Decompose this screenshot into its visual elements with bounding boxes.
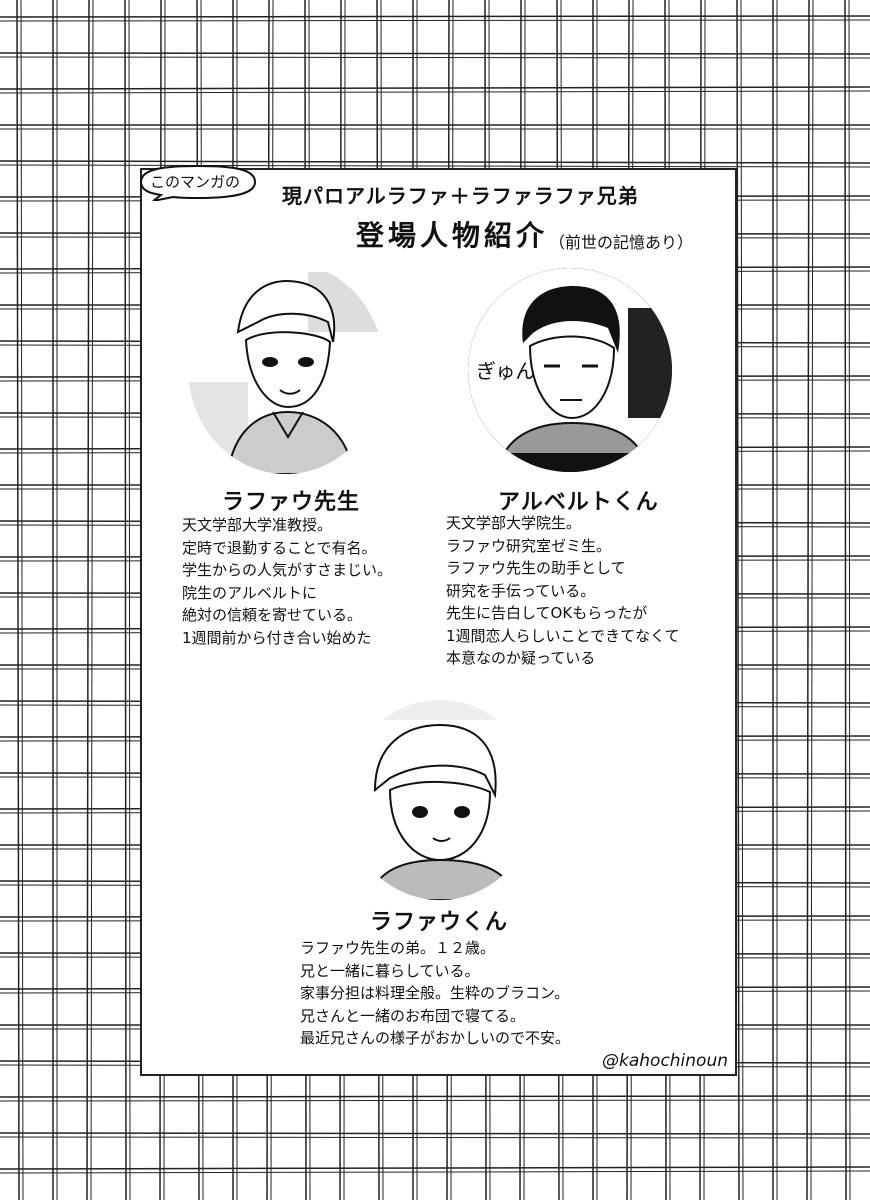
character-name-rafau-sensei: ラファウ先生	[222, 490, 361, 515]
grid-line	[20, 0, 24, 1200]
grid-line	[0, 19, 870, 22]
character-name-albert: アルベルトくん	[498, 490, 659, 515]
grid-line	[0, 56, 870, 59]
artist-credit: @kahochinoun	[602, 1051, 729, 1071]
rafau-kun-portrait	[345, 700, 535, 900]
character-description-rafau-kun: ラファウ先生の弟。１２歳。 兄と一緒に暮らしている。 家事分担は料理全般。生粋の…	[300, 939, 571, 1047]
character-description-rafau-sensei: 天文学部大学准教授。 定時で退勤することで有名。 学生からの人気がすさまじい。 …	[182, 516, 393, 647]
page-title: 登場人物紹介	[356, 219, 549, 252]
grid-line	[0, 15, 870, 18]
grid-line	[0, 90, 870, 94]
grid-line	[124, 0, 127, 1200]
grid-line	[0, 86, 870, 90]
grid-line	[740, 0, 744, 1200]
grid-line	[0, 164, 870, 168]
grid-line	[0, 1166, 870, 1170]
grid-line	[736, 0, 740, 1200]
grid-line	[848, 0, 851, 1200]
grid-line	[86, 0, 90, 1200]
grid-line	[128, 0, 131, 1200]
page-subtitle: 現パロアルラファ＋ラファラファ兄弟	[282, 184, 639, 208]
grid-line	[806, 0, 810, 1200]
sfx-text: ぎゅん	[476, 359, 535, 383]
speech-bubble	[139, 164, 257, 201]
albert-portrait: ぎゅん	[468, 268, 672, 472]
grid-line	[0, 52, 870, 55]
grid-line	[0, 1170, 870, 1174]
grid-line	[844, 0, 847, 1200]
bubble-text: このマンガの	[150, 173, 241, 191]
grid-line	[16, 0, 20, 1200]
grid-line	[0, 1132, 870, 1135]
grid-line	[0, 1099, 870, 1102]
rafau-sensei-portrait	[188, 262, 384, 474]
grid-line	[0, 1095, 870, 1098]
grid-line	[810, 0, 814, 1200]
grid-line	[90, 0, 94, 1200]
character-name-rafau-kun: ラファウくん	[370, 910, 509, 935]
grid-line	[0, 160, 870, 164]
character-description-albert: 天文学部大学院生。 ラファウ研究室ゼミ生。 ラファウ先生の助手として 研究を手伝…	[446, 514, 680, 667]
title-note: （前世の記憶あり）	[549, 233, 694, 252]
grid-line	[0, 1136, 870, 1139]
